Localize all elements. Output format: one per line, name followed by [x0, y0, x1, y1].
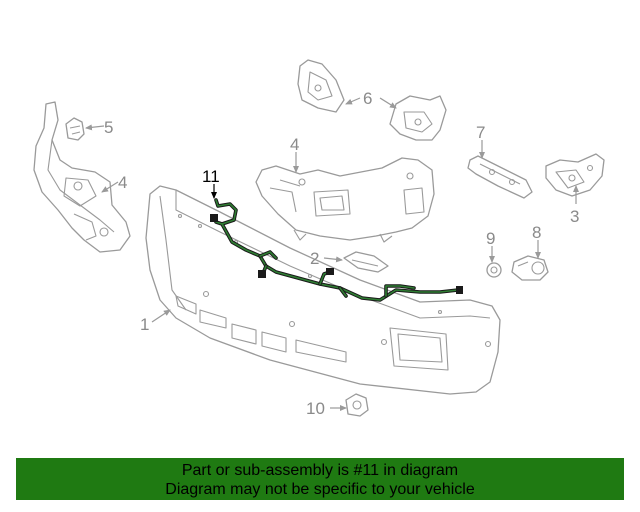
callout-7: 7 [476, 123, 485, 142]
wiring-harness-part-11 [210, 198, 463, 302]
side-bracket-part-3 [545, 153, 605, 197]
callout-4-left: 4 [118, 173, 127, 192]
callout-10: 10 [306, 399, 325, 418]
front-bumper-part-1 [145, 185, 501, 395]
part-notice-line-1: Part or sub-assembly is #11 in diagram [181, 462, 459, 479]
clip-part-5 [65, 117, 85, 141]
callout-5: 5 [104, 118, 113, 137]
part-notice-line-2: Diagram may not be specific to your vehi… [165, 481, 475, 498]
callout-4-center: 4 [290, 135, 299, 154]
small-bracket-part-2 [343, 251, 389, 273]
leader-lines [85, 97, 579, 411]
left-bracket-part-4 [33, 101, 131, 253]
callout-8: 8 [532, 223, 541, 242]
sensor-part-8 [511, 255, 549, 281]
callout-11: 11 [202, 167, 220, 186]
callout-1: 1 [140, 315, 149, 334]
callout-6: 6 [363, 89, 372, 108]
upper-bracket-part-6 [297, 59, 345, 113]
grommet-part-9 [486, 262, 502, 278]
part-notice-banner: Part or sub-assembly is #11 in diagram D… [16, 458, 624, 500]
bracket-bar-part-7 [467, 155, 533, 199]
callout-2: 2 [310, 249, 319, 268]
callout-3: 3 [570, 207, 579, 226]
center-reinforcement-part-4 [255, 157, 435, 243]
upper-right-bracket-part-6 [389, 95, 447, 141]
clip-part-10 [345, 393, 369, 417]
callout-9: 9 [486, 229, 495, 248]
